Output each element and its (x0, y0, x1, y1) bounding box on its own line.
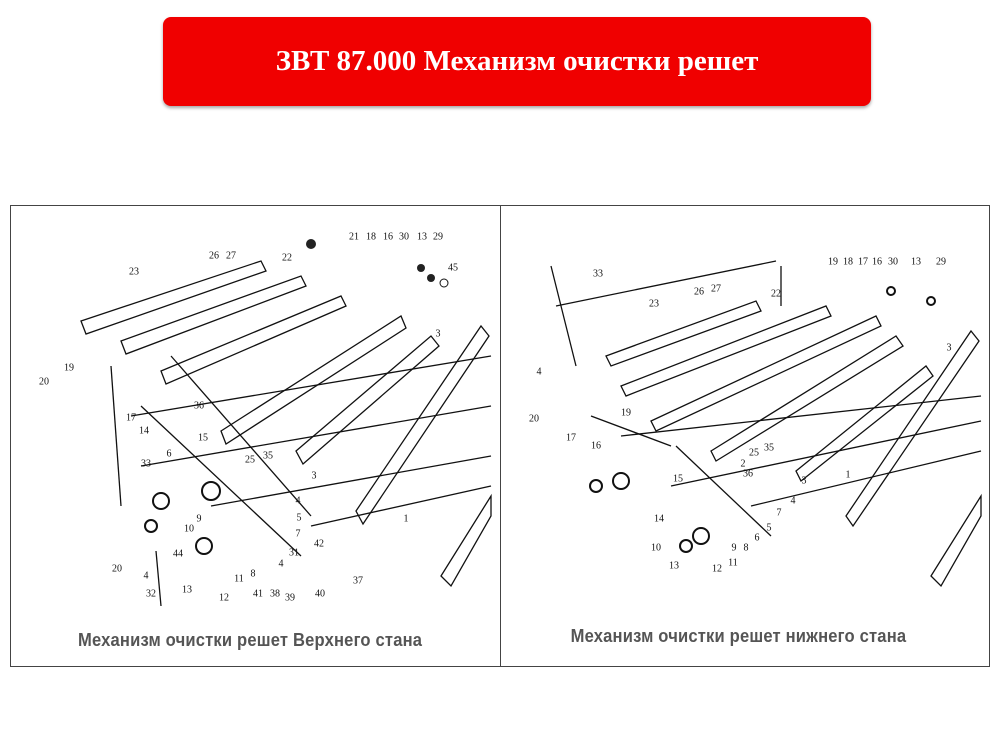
upper-sieve-part-number-label: 20 (112, 563, 122, 575)
upper-sieve-part-number-label: 42 (314, 538, 324, 550)
lower-sieve-part-number-label: 30 (888, 256, 898, 268)
upper-sieve-part-number-label: 22 (282, 252, 292, 264)
upper-sieve-part-number-label: 3 (435, 328, 441, 340)
lower-sieve-part-number-label: 17 (858, 256, 868, 268)
upper-sieve-part-number-label: 36 (194, 400, 204, 412)
lower-sieve-part-number-label: 19 (621, 407, 631, 419)
upper-sieve-part-number-label: 16 (383, 231, 393, 243)
upper-sieve-part-number-label: 30 (399, 231, 409, 243)
upper-sieve-part-number-label: 33 (141, 458, 151, 470)
upper-sieve-part-number-label: 8 (250, 568, 256, 580)
upper-sieve-part-number-label: 4 (143, 570, 149, 582)
lower-sieve-part-number-label: 11 (728, 557, 738, 569)
lower-sieve-part-number-label: 35 (764, 442, 774, 454)
lower-sieve-part-number-label: 9 (731, 542, 737, 554)
upper-sieve-part-number-label: 39 (285, 592, 295, 604)
upper-sieve-part-number-label: 5 (296, 512, 302, 524)
upper-sieve-diagram-panel: Механизм очистки решет Верхнего стана 21… (10, 205, 501, 667)
lower-sieve-part-number-label: 33 (593, 268, 603, 280)
upper-sieve-caption: Механизм очистки решет Верхнего стана (77, 630, 423, 650)
upper-sieve-part-number-label: 13 (182, 584, 192, 596)
lower-sieve-part-number-label: 4 (790, 495, 796, 507)
upper-sieve-part-number-label: 18 (366, 231, 376, 243)
upper-sieve-part-number-label: 6 (166, 448, 172, 460)
upper-sieve-exploded-drawing (80, 239, 492, 607)
upper-sieve-part-number-label: 7 (295, 528, 301, 540)
lower-sieve-part-number-label: 29 (936, 256, 946, 268)
upper-sieve-part-number-label: 13 (417, 231, 427, 243)
upper-sieve-part-number-label: 32 (146, 588, 156, 600)
upper-sieve-part-number-label: 4 (295, 495, 301, 507)
lower-sieve-part-number-label: 22 (771, 288, 781, 300)
lower-sieve-part-number-label: 20 (529, 413, 539, 425)
upper-sieve-part-number-label: 1 (403, 513, 409, 525)
upper-sieve-part-number-label: 31 (289, 547, 299, 559)
upper-sieve-part-number-label: 45 (448, 262, 458, 274)
lower-sieve-part-number-label: 5 (766, 522, 772, 534)
upper-sieve-part-number-label: 41 (253, 588, 263, 600)
lower-sieve-part-number-label: 25 (749, 447, 759, 459)
upper-sieve-part-number-label: 10 (184, 523, 194, 535)
lower-sieve-part-number-label: 16 (591, 440, 601, 452)
upper-sieve-part-number-label: 11 (234, 573, 244, 585)
lower-sieve-part-number-label: 36 (743, 468, 753, 480)
lower-sieve-part-number-label: 12 (712, 563, 722, 575)
upper-sieve-part-number-label: 23 (129, 266, 139, 278)
upper-sieve-part-number-label: 17 (126, 412, 136, 424)
lower-sieve-part-number-label: 3 (801, 475, 807, 487)
upper-sieve-part-number-label: 26 (209, 250, 219, 262)
lower-sieve-part-number-label: 3 (946, 342, 952, 354)
upper-sieve-part-number-label: 4 (278, 558, 284, 570)
upper-sieve-part-number-label: 37 (353, 575, 363, 587)
lower-sieve-part-number-label: 14 (654, 513, 664, 525)
upper-sieve-part-number-label: 40 (315, 588, 325, 600)
title-banner: ЗВТ 87.000 Механизм очистки решет (163, 17, 871, 106)
lower-sieve-part-number-label: 7 (776, 507, 782, 519)
page-title: ЗВТ 87.000 Механизм очистки решет (275, 45, 759, 77)
upper-sieve-part-number-label: 21 (349, 231, 359, 243)
upper-sieve-part-number-label: 9 (196, 513, 202, 525)
lower-sieve-part-number-label: 16 (872, 256, 882, 268)
upper-sieve-part-number-label: 20 (39, 376, 49, 388)
upper-sieve-part-number-label: 15 (198, 432, 208, 444)
upper-sieve-part-number-label: 12 (219, 592, 229, 604)
lower-sieve-part-number-label: 6 (754, 532, 760, 544)
upper-sieve-part-number-label: 19 (64, 362, 74, 374)
upper-sieve-part-number-label: 14 (139, 425, 149, 437)
lower-sieve-part-number-label: 8 (743, 542, 749, 554)
lower-sieve-part-number-label: 18 (843, 256, 853, 268)
lower-sieve-part-number-label: 13 (911, 256, 921, 268)
lower-sieve-part-number-label: 26 (694, 286, 704, 298)
upper-sieve-part-number-label: 38 (270, 588, 280, 600)
lower-sieve-part-number-label: 13 (669, 560, 679, 572)
lower-sieve-part-number-label: 19 (828, 256, 838, 268)
lower-sieve-part-number-label: 27 (711, 283, 721, 295)
lower-sieve-part-number-label: 4 (536, 366, 542, 378)
upper-sieve-part-number-label: 35 (263, 450, 273, 462)
lower-sieve-part-number-label: 15 (673, 473, 683, 485)
upper-sieve-part-number-label: 27 (226, 250, 236, 262)
upper-sieve-part-number-label: 25 (245, 454, 255, 466)
upper-sieve-part-number-label: 29 (433, 231, 443, 243)
lower-sieve-caption: Механизм очистки решет нижнего стана (570, 626, 907, 646)
lower-sieve-part-number-label: 17 (566, 432, 576, 444)
lower-sieve-part-number-label: 10 (651, 542, 661, 554)
lower-sieve-part-number-label: 23 (649, 298, 659, 310)
lower-sieve-exploded-drawing (550, 260, 982, 588)
lower-sieve-part-number-label: 1 (845, 469, 851, 481)
lower-sieve-part-number-label: 2 (740, 458, 746, 470)
upper-sieve-part-number-label: 44 (173, 548, 183, 560)
upper-sieve-part-number-label: 3 (311, 470, 317, 482)
